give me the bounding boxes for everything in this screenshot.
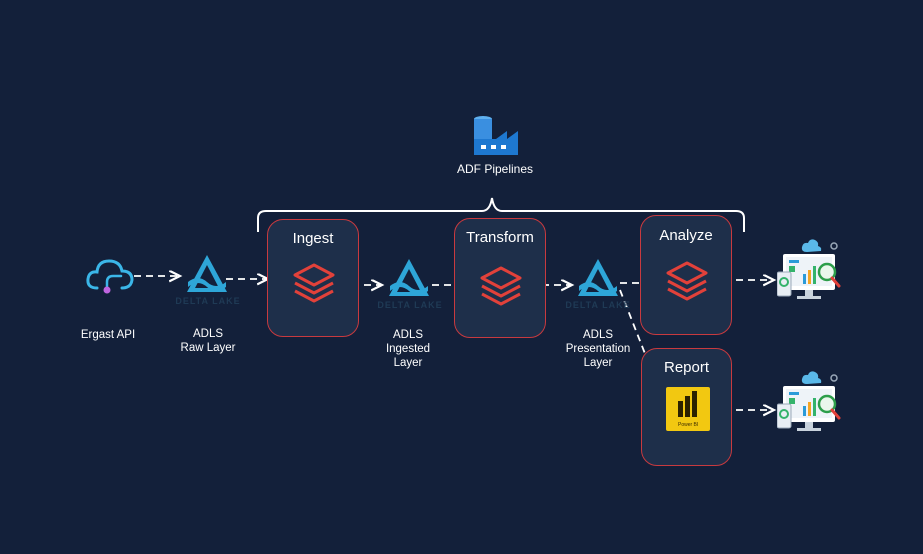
dashboard-icon <box>777 239 841 299</box>
delta-lake-word: DELTA LAKE <box>377 300 443 310</box>
stage-title: Ingest <box>292 230 334 247</box>
stage-transform: Transform <box>454 218 546 338</box>
powerbi-icon: Power BI <box>666 387 710 431</box>
databricks-icon <box>666 261 708 301</box>
cloud-api-icon <box>86 259 134 294</box>
stage-title: Report <box>663 359 710 376</box>
delta-lake-word: DELTA LAKE <box>565 300 631 310</box>
stage-report: Report Power BI <box>641 348 732 466</box>
databricks-icon <box>480 266 522 306</box>
adf-label: ADF Pipelines <box>456 162 534 176</box>
stage-analyze: Analyze <box>640 215 732 335</box>
delta-lake-icon <box>389 259 429 296</box>
source-label: Ergast API <box>80 329 136 341</box>
dashboard-icon <box>777 371 841 431</box>
stage-title: Analyze <box>659 227 713 244</box>
stage-title: Transform <box>466 229 534 246</box>
stage-ingest: Ingest <box>267 219 359 337</box>
delta-lake-icon <box>187 255 227 292</box>
delta-lake-icon <box>578 259 618 296</box>
delta-lake-word: DELTA LAKE <box>175 296 241 306</box>
adf-factory-icon <box>474 116 518 155</box>
adf-bracket <box>257 197 745 232</box>
databricks-icon <box>293 263 335 303</box>
powerbi-caption: Power BI <box>678 422 699 428</box>
